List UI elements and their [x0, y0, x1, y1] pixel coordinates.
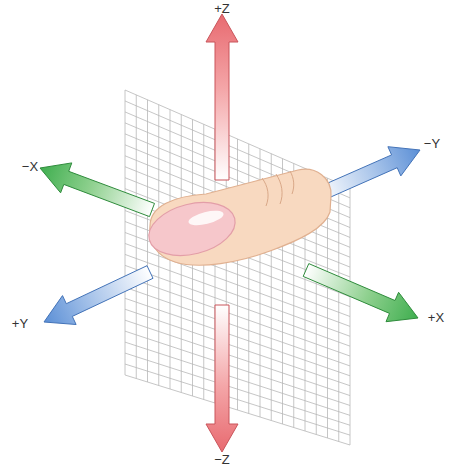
- axis-arrows-front: [44, 264, 418, 325]
- axis-label: +X: [428, 311, 444, 324]
- axis-arrows-back: [40, 14, 420, 452]
- axis-arrow: [40, 163, 155, 217]
- axis-arrow: [206, 14, 238, 180]
- grid-line: [125, 287, 350, 366]
- grid-line: [125, 320, 350, 395]
- axis-arrow: [206, 305, 238, 452]
- grid-line: [125, 342, 350, 415]
- knuckle-creases: [262, 171, 294, 206]
- axis-label: +Y: [12, 317, 28, 330]
- finger: [143, 169, 331, 265]
- axis-label: −Y: [424, 137, 440, 150]
- nail-highlight: [187, 208, 225, 228]
- axis-label: −X: [22, 160, 38, 173]
- fingernail: [143, 194, 240, 264]
- axis-label: +Z: [214, 2, 230, 15]
- grid-line: [125, 331, 350, 405]
- axis-arrow: [44, 266, 153, 325]
- grid-line: [125, 276, 350, 356]
- grid-line: [125, 353, 350, 425]
- axis-arrow: [303, 264, 418, 322]
- grid-line: [125, 375, 350, 445]
- axis-label: −Z: [214, 453, 230, 466]
- grid-line: [125, 309, 350, 385]
